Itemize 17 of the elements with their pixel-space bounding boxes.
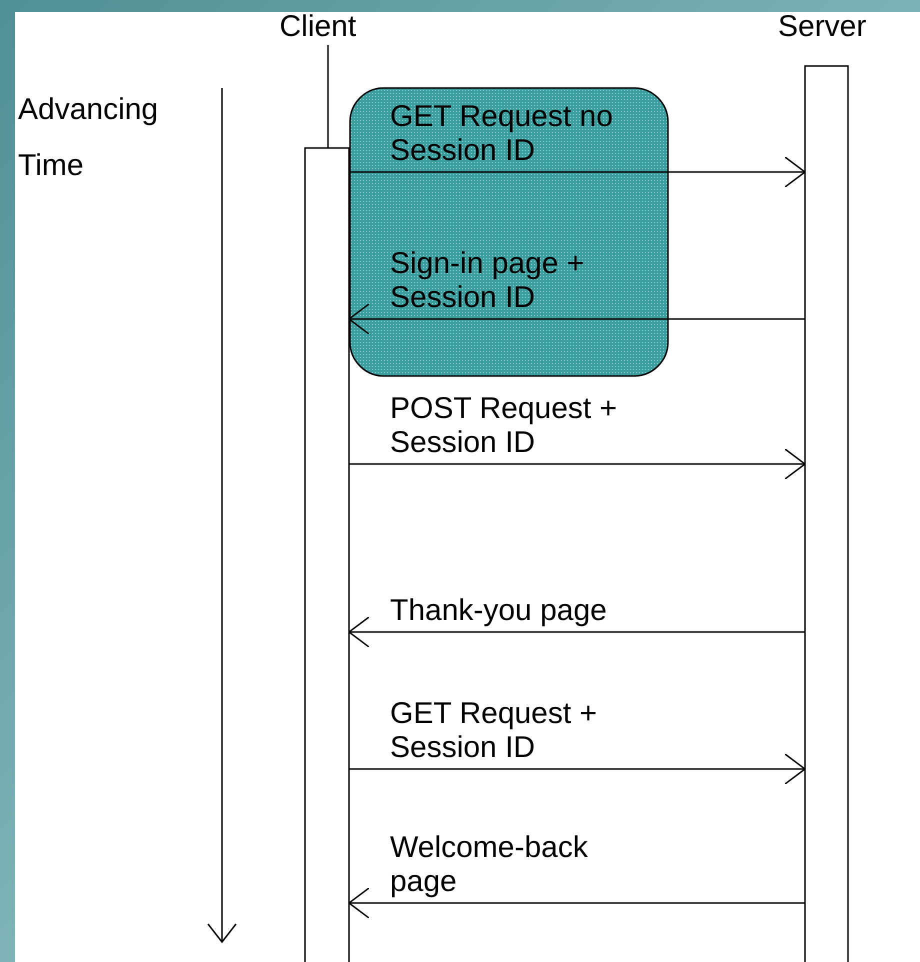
participant-label: Client <box>280 10 356 44</box>
message-arrow <box>349 448 806 480</box>
edge-label: GET Request + Session ID <box>390 697 598 765</box>
message-arrow <box>348 303 805 335</box>
axis-label: Advancing Time <box>18 92 160 184</box>
edge-label: Sign-in page + Session ID <box>390 247 586 315</box>
edge-label: POST Request + Session ID <box>390 392 618 460</box>
edge-label: Thank-you page <box>390 594 607 628</box>
message-arrow <box>348 887 805 919</box>
message-arrow <box>348 616 805 648</box>
edge-label: Welcome-back page <box>390 831 589 899</box>
message-arrow <box>349 156 806 188</box>
participant-label: Server <box>778 10 866 44</box>
message-arrow <box>349 753 806 785</box>
activation-bar <box>304 147 350 962</box>
edge-label: GET Request no Session ID <box>390 100 614 168</box>
activation-bar <box>804 65 849 962</box>
